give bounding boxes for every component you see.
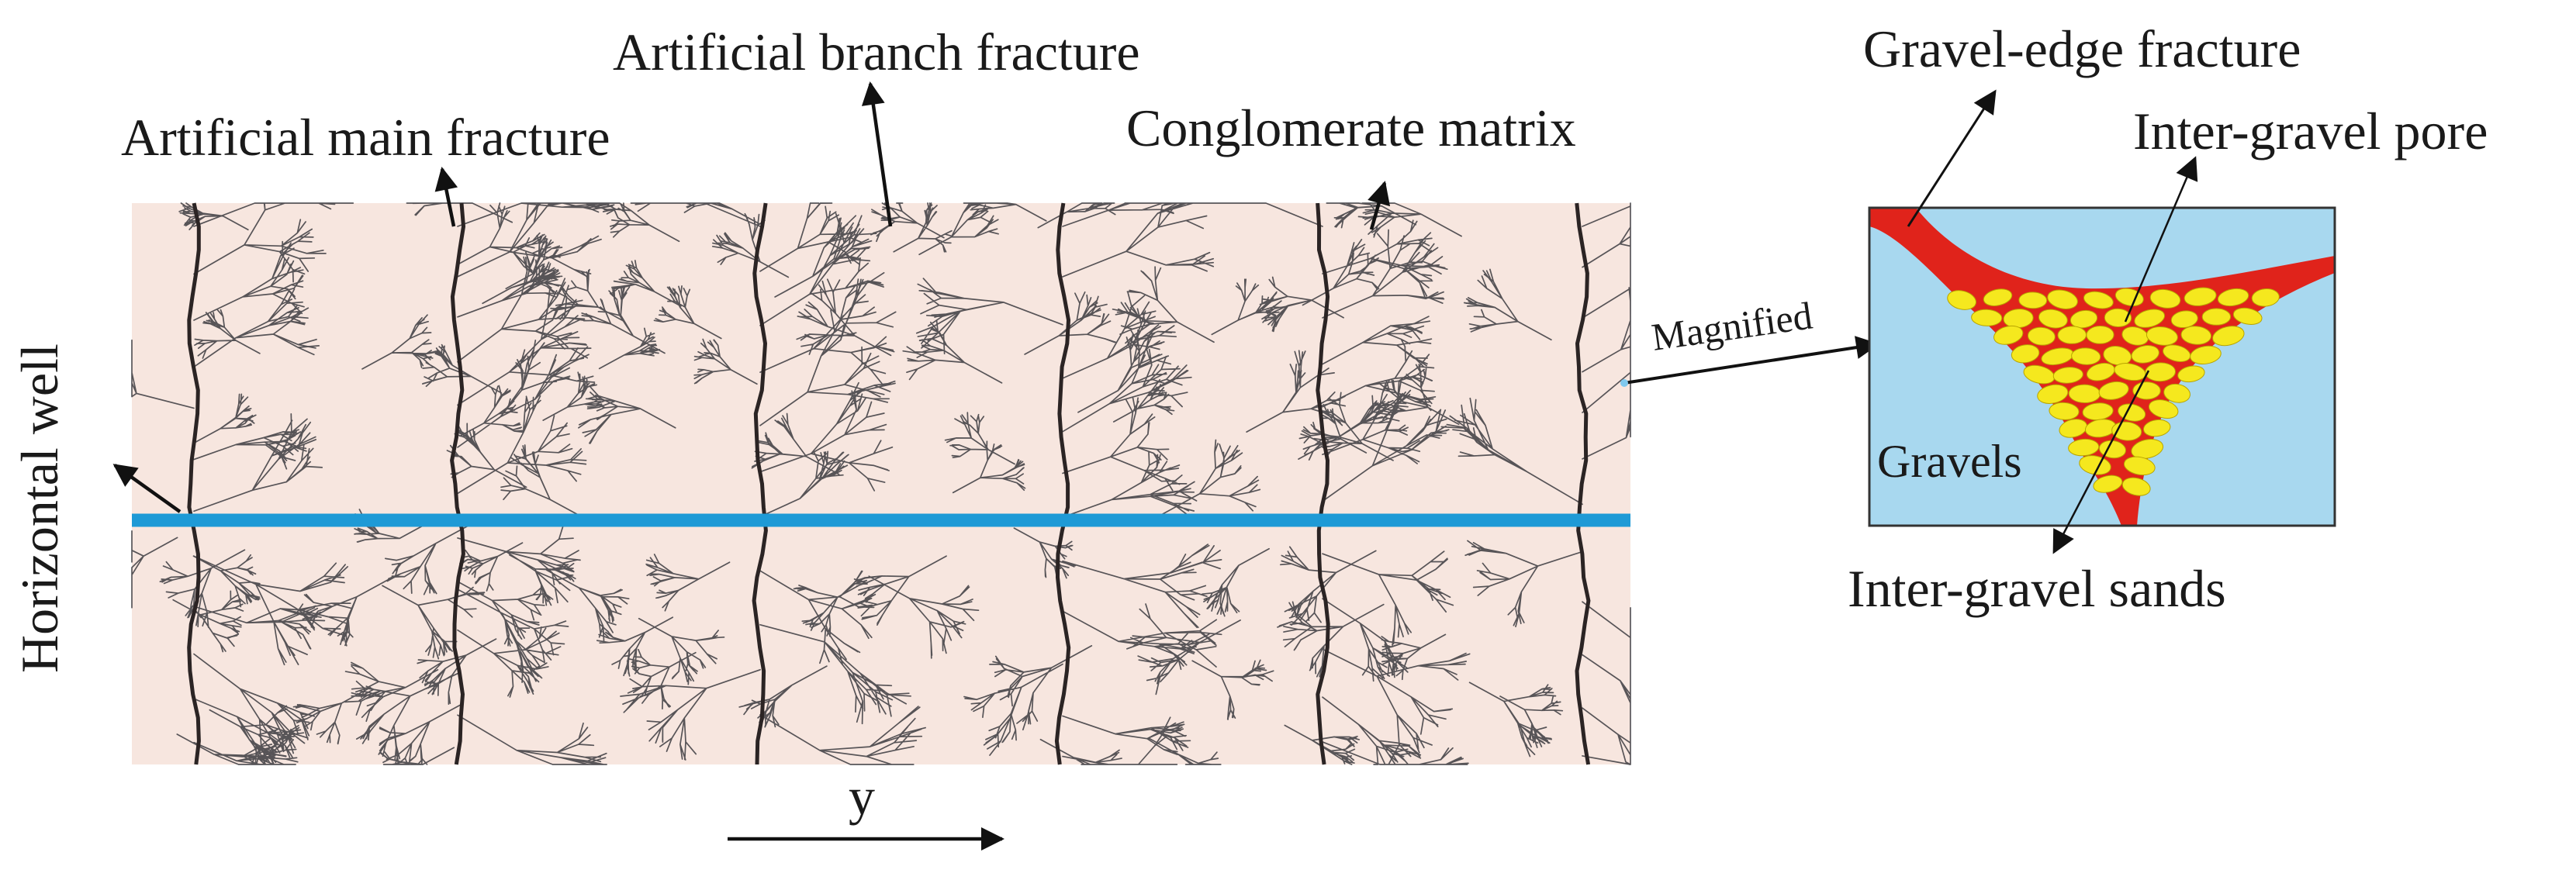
gravel <box>2059 419 2088 438</box>
magnified-label: Magnified <box>1649 293 1815 358</box>
gravel <box>2057 326 2087 344</box>
main-fracture-arrow <box>434 167 458 227</box>
conglomerate-matrix-area <box>132 203 1630 764</box>
gravel <box>2038 309 2068 329</box>
artificial-branch-fracture <box>131 202 1631 765</box>
gravel <box>2132 381 2161 400</box>
gravel <box>2083 291 2114 309</box>
magnified-arrow <box>1623 336 1879 385</box>
gravel <box>2217 288 2249 307</box>
magnified-inset <box>1868 206 2336 527</box>
artificial-main-fracture <box>1316 202 1330 765</box>
gravel <box>1993 325 2024 345</box>
gravel <box>2049 402 2080 420</box>
gravel <box>2184 287 2217 306</box>
inset-leaders <box>1907 89 2198 554</box>
gravel <box>2134 309 2166 328</box>
gravels-label: Gravels <box>1877 436 2022 487</box>
gravel <box>2212 326 2245 347</box>
horizontal-well-label: Horizontal well <box>10 343 69 673</box>
gravel <box>2103 346 2132 366</box>
inter-gravel-pore-arrow <box>2124 156 2198 323</box>
gravel <box>2052 367 2083 384</box>
conglomerate-matrix-label: Conglomerate matrix <box>1126 98 1576 157</box>
gravel <box>2069 309 2098 329</box>
gravel <box>1983 288 2013 306</box>
gravel <box>2201 308 2232 326</box>
gravel <box>2093 475 2123 493</box>
gravel <box>2131 439 2164 459</box>
gravel <box>2149 399 2179 419</box>
gravel <box>2121 477 2151 496</box>
gravel <box>2037 384 2069 404</box>
gravel <box>1947 290 1976 310</box>
conglomerate-matrix-arrow <box>1368 181 1391 230</box>
gravel <box>2190 345 2222 364</box>
gravel <box>2098 381 2129 400</box>
gravel <box>2170 310 2198 329</box>
gravel-edge-fracture-arrow <box>1907 89 1997 227</box>
gravel <box>2011 344 2040 364</box>
gravel <box>2018 292 2048 309</box>
artificial-main-fracture <box>1575 202 1591 765</box>
gravel <box>2146 326 2178 346</box>
artificial-main-fracture <box>1054 202 1071 765</box>
gravel <box>2251 288 2280 307</box>
gravel <box>2047 289 2078 309</box>
artificial-main-fracture <box>187 202 201 765</box>
gravel <box>2079 455 2111 475</box>
gravel <box>2104 308 2132 328</box>
branch-fracture-arrow <box>861 81 893 227</box>
reservoir-block <box>131 202 1631 765</box>
gravel <box>2114 288 2144 307</box>
gravel <box>2145 362 2176 382</box>
gravel <box>2027 326 2056 346</box>
artificial-main-fracture-label: Artificial main fracture <box>121 108 610 167</box>
artificial-main-fractures <box>187 202 1591 765</box>
artificial-branch-fracture-label: Artificial branch fracture <box>613 22 1140 81</box>
magnified-source-point <box>1620 379 1628 387</box>
artificial-main-fracture <box>450 202 466 765</box>
gravel <box>2177 365 2205 383</box>
gravel <box>2232 307 2263 325</box>
gravel <box>2086 325 2114 344</box>
inset-border <box>1868 206 2336 527</box>
gravel <box>2149 288 2181 309</box>
gravels-cluster <box>1947 287 2280 496</box>
inter-gravel-pore-label: Inter-gravel pore <box>2133 102 2488 160</box>
leader-arrows <box>112 81 1879 851</box>
artificial-main-fracture <box>752 202 768 765</box>
gravel <box>2143 419 2171 437</box>
gravel-edge-fracture-label: Gravel-edge fracture <box>1863 19 2301 78</box>
horizontal-well-arrow <box>112 464 182 513</box>
y-axis-label: y <box>849 767 875 826</box>
gravel <box>1971 309 2003 326</box>
gravel <box>2163 383 2190 403</box>
gravel <box>2123 456 2156 476</box>
inter-gravel-sands-arrow <box>2052 370 2150 554</box>
gravel <box>2131 345 2159 364</box>
gravel <box>2071 347 2101 365</box>
gravel <box>2068 384 2101 404</box>
gravel <box>2180 326 2212 345</box>
gravel <box>2068 438 2100 457</box>
inter-gravel-sands-label: Inter-gravel sands <box>1848 559 2226 618</box>
artificial-branch-fractures <box>131 202 1631 765</box>
